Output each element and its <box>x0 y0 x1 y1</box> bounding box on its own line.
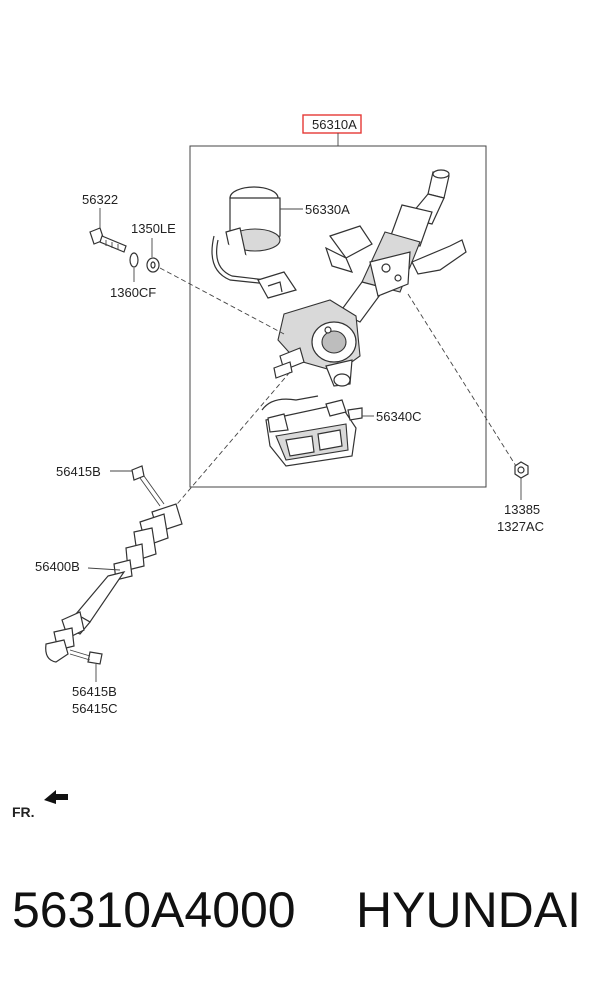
part-label-56415C[interactable]: 56415C <box>72 701 118 716</box>
part-label-1360CF[interactable]: 1360CF <box>110 285 156 300</box>
part-label-13385[interactable]: 13385 <box>504 502 540 517</box>
assembly-frame <box>189 145 487 488</box>
part-label-56330A[interactable]: 56330A <box>305 202 350 217</box>
bolt-56415B-upper <box>131 465 165 507</box>
steering-column <box>273 169 467 387</box>
front-direction-marker: FR. <box>12 790 68 820</box>
ecu-module <box>261 395 363 467</box>
parts-diagram: 56310A 56330A <box>12 114 544 820</box>
nut-13385 <box>514 461 529 479</box>
part-label-56322[interactable]: 56322 <box>82 192 118 207</box>
footer-part-number: 56310A4000 <box>12 882 296 938</box>
front-marker-label: FR. <box>12 804 35 820</box>
part-label-56340C[interactable]: 56340C <box>376 409 422 424</box>
part-label-56400B[interactable]: 56400B <box>35 559 80 574</box>
footer-brand: HYUNDAI <box>356 882 582 938</box>
intermediate-shaft <box>45 371 291 663</box>
part-label-56415B-lower[interactable]: 56415B <box>72 684 117 699</box>
assembly-highlight-box[interactable] <box>302 114 362 134</box>
assembly-part-label[interactable]: 56310A <box>312 117 357 132</box>
motor-assembly <box>211 186 297 299</box>
part-label-1350LE[interactable]: 1350LE <box>131 221 176 236</box>
part-label-56415B-upper[interactable]: 56415B <box>56 464 101 479</box>
bolt-56415B-lower <box>69 649 103 665</box>
washer-1350LE <box>129 252 160 273</box>
part-label-1327AC[interactable]: 1327AC <box>497 519 544 534</box>
front-arrow-icon <box>44 790 68 804</box>
bolt-56322 <box>89 227 127 253</box>
